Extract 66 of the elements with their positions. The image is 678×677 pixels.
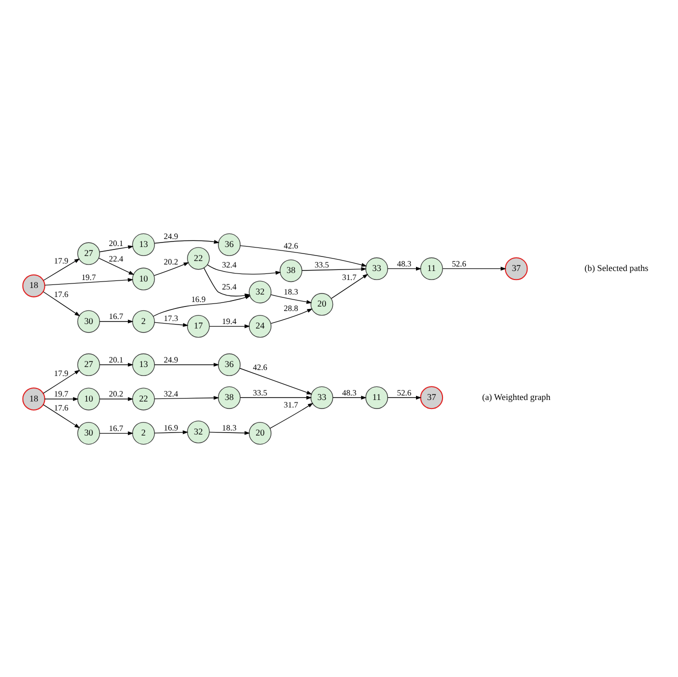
arrow bbox=[43, 258, 80, 280]
arrow bbox=[270, 402, 314, 428]
node-circle: 18 bbox=[22, 274, 46, 297]
arrow bbox=[44, 278, 134, 286]
node-circle: 37 bbox=[504, 256, 528, 280]
arrow bbox=[387, 266, 422, 270]
arrow bbox=[44, 396, 79, 400]
arrow bbox=[204, 267, 250, 297]
node-circle: 32 bbox=[187, 420, 210, 443]
arrow bbox=[302, 266, 367, 270]
node-circle: 27 bbox=[77, 352, 100, 376]
node-circle: 11 bbox=[365, 386, 388, 408]
arrow bbox=[240, 395, 312, 400]
node-circle: 33 bbox=[310, 386, 334, 408]
node-circle: 30 bbox=[77, 422, 100, 444]
arrow bbox=[99, 244, 134, 252]
label: (b) Selected paths bbox=[584, 262, 648, 273]
node-circle: 2 bbox=[132, 422, 155, 444]
node-circle: 36 bbox=[218, 352, 241, 376]
arrow bbox=[239, 367, 312, 394]
node-circle: 36 bbox=[218, 232, 241, 256]
node-circle: 38 bbox=[280, 258, 302, 282]
node-circle: 22 bbox=[187, 246, 210, 270]
arrow bbox=[240, 244, 367, 266]
label: (a) Weighted graph bbox=[482, 391, 550, 402]
node-circle: 17 bbox=[187, 314, 210, 338]
arrow bbox=[42, 404, 80, 428]
arrow bbox=[209, 324, 250, 328]
node-circle: 10 bbox=[77, 387, 100, 410]
node-circle: 38 bbox=[218, 386, 241, 408]
arrow bbox=[387, 395, 422, 400]
node-circle: 22 bbox=[132, 387, 155, 410]
arrow bbox=[270, 294, 312, 304]
node-circle: 32 bbox=[248, 280, 272, 303]
arrow bbox=[98, 257, 134, 274]
arrow bbox=[154, 239, 220, 244]
arrow bbox=[209, 430, 250, 434]
arrow bbox=[270, 308, 313, 324]
arrow bbox=[154, 262, 190, 276]
arrow bbox=[332, 395, 367, 400]
node-circle: 11 bbox=[420, 256, 443, 280]
arrow bbox=[99, 362, 134, 366]
node-circle: 37 bbox=[420, 386, 444, 409]
node-circle: 13 bbox=[132, 352, 155, 376]
arrow bbox=[154, 322, 188, 326]
arrow bbox=[154, 362, 220, 366]
arrow bbox=[99, 319, 134, 323]
arrow bbox=[154, 430, 188, 434]
arrow bbox=[442, 266, 506, 270]
node-circle: 18 bbox=[22, 387, 46, 410]
node-circle: 20 bbox=[310, 292, 334, 316]
arrow bbox=[99, 430, 134, 435]
arrow bbox=[154, 395, 220, 400]
arrow bbox=[42, 290, 80, 316]
arrow bbox=[207, 264, 282, 274]
node-circle: 10 bbox=[132, 267, 155, 290]
node-circle: 27 bbox=[77, 242, 100, 264]
node-circle: 33 bbox=[365, 256, 388, 280]
arrow bbox=[331, 273, 368, 298]
node-circle: 13 bbox=[132, 232, 155, 256]
arrow bbox=[99, 396, 134, 400]
node-circle: 20 bbox=[248, 422, 272, 444]
node-circle: 24 bbox=[248, 314, 272, 338]
node-circle: 30 bbox=[77, 310, 100, 332]
arrow bbox=[42, 369, 80, 394]
node-circle: 2 bbox=[132, 310, 155, 332]
